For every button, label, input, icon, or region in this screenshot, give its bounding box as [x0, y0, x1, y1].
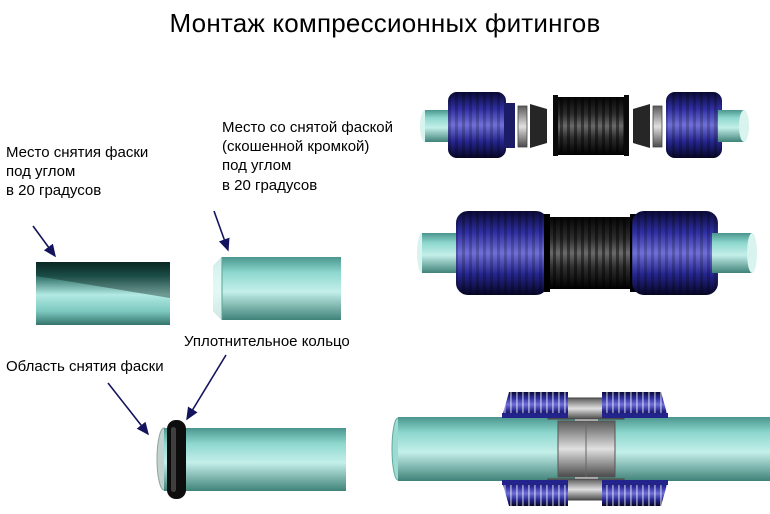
label-chamfer-place: Место снятия фаски под углом в 20 градус…	[6, 144, 149, 200]
left-nut	[456, 211, 548, 295]
arrow-chamfer-area	[107, 382, 149, 436]
left-pipe	[398, 417, 575, 481]
left-washer	[517, 105, 528, 148]
left-collet	[530, 104, 547, 148]
label-chamfered-place: Место со снятой фаской (скошенной кромко…	[222, 119, 394, 194]
right-collet	[633, 104, 650, 148]
compression-fitting-assembled	[417, 211, 757, 295]
left-nut-top	[502, 392, 568, 417]
arrow-seal-ring	[186, 354, 227, 421]
right-nut	[666, 92, 722, 158]
center-body	[558, 97, 624, 155]
compression-fitting-exploded-view	[420, 92, 749, 158]
right-nut-bottom	[602, 481, 668, 506]
page-title: Монтаж компрессионных фитингов	[169, 8, 601, 38]
arrow-chamfered-place	[213, 210, 230, 252]
center-body	[550, 217, 632, 289]
right-nut-top	[602, 392, 668, 417]
right-washer	[652, 105, 663, 148]
pipe-with-chamfered-edge	[213, 257, 341, 320]
compression-fitting-cross-section	[391, 392, 770, 506]
right-pipe	[598, 417, 770, 481]
pipe-with-seal-ring	[156, 420, 346, 499]
pipe-before-chamfer	[36, 262, 170, 325]
seal-ring	[167, 420, 186, 499]
left-nut-bottom	[502, 481, 568, 506]
annotation-arrows	[32, 210, 230, 436]
left-nut	[448, 92, 506, 158]
label-seal-ring: Уплотнительное кольцо	[184, 333, 350, 350]
arrow-chamfer-place	[32, 225, 56, 258]
right-nut	[632, 211, 718, 295]
label-chamfer-area: Область снятия фаски	[6, 358, 164, 375]
center-insert	[557, 420, 616, 478]
